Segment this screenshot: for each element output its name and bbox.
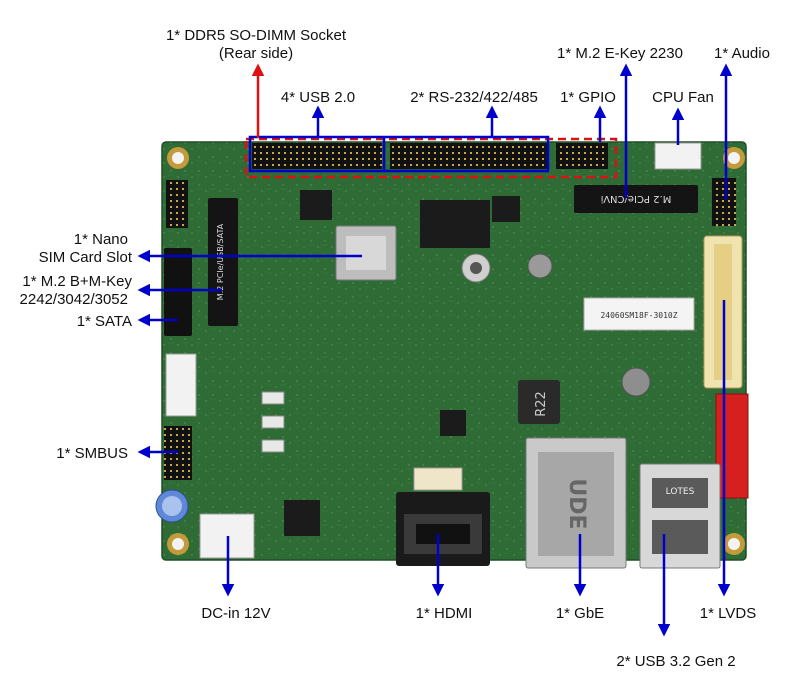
usb-rs232-highlight [248, 135, 550, 173]
screw-2 [621, 367, 651, 397]
resistor-2 [261, 415, 285, 429]
inductor-text: R22 [534, 391, 549, 417]
m2-bm-slot: M.2 PCIe/USB/SATA [208, 198, 238, 326]
label-audio: 1* Audio [714, 45, 770, 62]
label-m2-ekey: 1* M.2 E-Key 2230 [557, 45, 683, 62]
hdmi-connector [396, 492, 490, 566]
chip-2 [492, 196, 520, 222]
chip-main [420, 200, 490, 248]
white-connector-left [165, 353, 197, 417]
label-smbus: 1* SMBUS [56, 445, 128, 462]
label-sticker: 24060SM18F-3010Z [583, 297, 695, 331]
rj45-brand: UDE [564, 478, 589, 529]
red-header-connector [715, 393, 749, 499]
label-gpio: 1* GPIO [560, 89, 616, 106]
ddr5-rear-highlight [244, 137, 618, 179]
usb-brand: LOTES [666, 487, 695, 497]
cpu-fan-connector [654, 142, 702, 170]
mounting-holes [167, 147, 745, 555]
sim-card-slot [335, 225, 397, 281]
m2-bm-silk: M.2 PCIe/USB/SATA [216, 223, 225, 300]
m2-ekey-silk: M.2 PCIe/CNVi [601, 193, 672, 204]
rj45-connector: UDE [525, 437, 627, 569]
label-usb20: 4* USB 2.0 [281, 89, 355, 106]
usb32-connector: LOTES [639, 463, 721, 569]
m2-ekey-slot: M.2 PCIe/CNVi [574, 185, 698, 213]
resistor-1 [261, 391, 285, 405]
audio-header [712, 178, 736, 226]
sata-connector [164, 248, 192, 336]
resistor-3 [261, 439, 285, 453]
label-cpu-fan: CPU Fan [652, 89, 714, 106]
top-header-connectors [252, 143, 608, 169]
screw-1 [527, 253, 553, 279]
label-gbe: 1* GbE [556, 605, 604, 622]
label-lvds: 1* LVDS [700, 605, 756, 622]
standoff-2 [470, 262, 482, 274]
capacitor [155, 489, 189, 523]
white-connector-hdmi [413, 467, 463, 491]
label-m2-bm-line1: 1* M.2 B+M-Key [22, 273, 132, 290]
inductor-r22: R22 [518, 380, 560, 424]
label-ddr5-line2: (Rear side) [219, 45, 293, 62]
label-hdmi: 1* HDMI [416, 605, 473, 622]
label-usb32: 2* USB 3.2 Gen 2 [616, 653, 735, 670]
label-m2-bm-line2: 2242/3042/3052 [20, 291, 128, 308]
chip-4 [440, 410, 466, 436]
label-ddr5-line1: 1* DDR5 SO-DIMM Socket [166, 27, 347, 44]
left-header [166, 180, 188, 228]
label-dc-in: DC-in 12V [201, 605, 270, 622]
chip-1 [300, 190, 332, 220]
label-nano-sim-line1: 1* Nano [74, 231, 128, 248]
chip-3 [284, 500, 320, 536]
label-rs232: 2* RS-232/422/485 [410, 89, 538, 106]
callout-labels: 1* DDR5 SO-DIMM Socket (Rear side) 4* US… [20, 27, 770, 670]
sticker-text: 24060SM18F-3010Z [600, 311, 677, 320]
label-sata: 1* SATA [77, 313, 132, 330]
label-nano-sim-line2: SIM Card Slot [39, 249, 133, 266]
motherboard: M.2 PCIe/CNVi M.2 PCIe/USB/SATA [155, 135, 749, 569]
callout-arrows [137, 63, 733, 637]
